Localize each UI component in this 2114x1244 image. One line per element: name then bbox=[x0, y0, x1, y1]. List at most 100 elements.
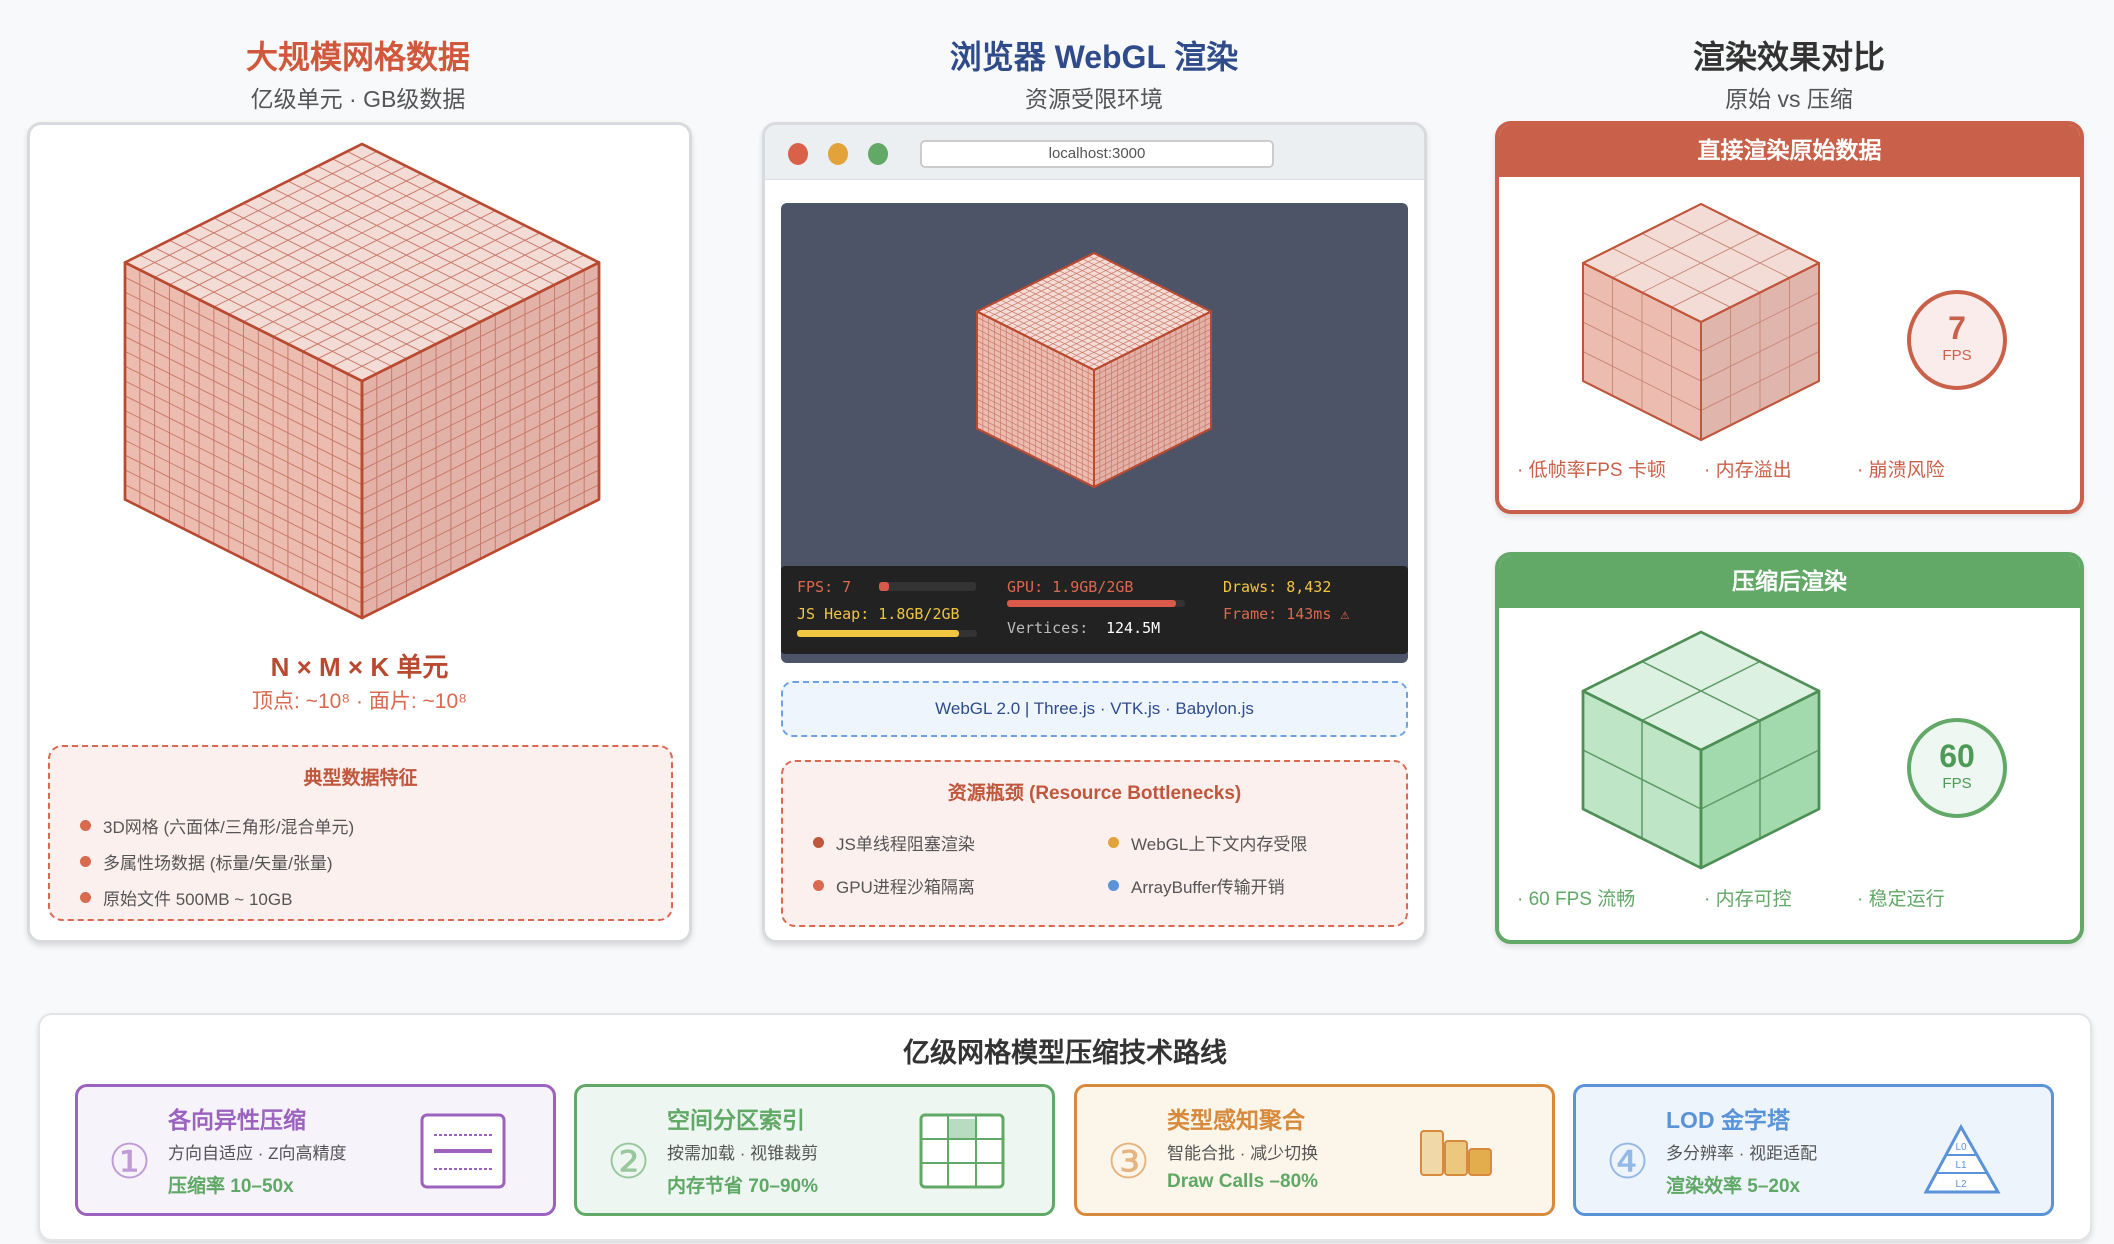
compressed-mesh-cube bbox=[1581, 630, 1821, 870]
grid-line bbox=[302, 232, 540, 352]
grid-line bbox=[139, 254, 378, 375]
feature-text: 3D网格 (六面体/三角形/混合单元) bbox=[103, 818, 355, 837]
cube-right-outline bbox=[1700, 262, 1820, 441]
grid-line bbox=[124, 424, 363, 545]
grid-line bbox=[361, 469, 600, 589]
grid-line bbox=[1093, 387, 1212, 447]
webgl-libraries: WebGL 2.0 | Three.js · VTK.js · Babylon.… bbox=[781, 681, 1408, 737]
cell-count: N × M × K 单元 bbox=[270, 652, 449, 682]
bottleneck-text: WebGL上下文内存受限 bbox=[1131, 835, 1308, 854]
compressed-benefit: · 60 FPS 流畅 bbox=[1517, 889, 1636, 910]
grid-line bbox=[124, 439, 363, 560]
lod-level-label: L0 bbox=[1955, 1142, 1967, 1153]
grid-line bbox=[272, 217, 511, 338]
grid-line bbox=[1093, 410, 1212, 470]
grid-line bbox=[361, 380, 600, 500]
grid-line bbox=[1017, 290, 1136, 350]
grid-line bbox=[976, 393, 1095, 453]
grid-line bbox=[124, 380, 363, 500]
url-bar[interactable]: localhost:3000 bbox=[920, 140, 1274, 168]
step-number: ④ bbox=[1606, 1136, 1650, 1189]
fps-bar bbox=[879, 582, 976, 591]
step-description: 按需加载 · 视锥裁剪 bbox=[667, 1144, 819, 1163]
grid-line bbox=[154, 247, 392, 367]
grid-line bbox=[332, 247, 570, 367]
bullet-icon bbox=[80, 892, 91, 903]
aggregated-bars-icon bbox=[1420, 1130, 1492, 1176]
column-subtitle-compare: 原始 vs 压缩 bbox=[1725, 86, 1853, 112]
webgl-viewport: FPS: 7 JS Heap: 1.8GB/2GB GPU: 1.9GB/2GB… bbox=[781, 203, 1408, 663]
anisotropic-layers-icon bbox=[420, 1113, 506, 1189]
bullet-icon bbox=[813, 837, 824, 848]
grid-line bbox=[361, 484, 600, 604]
stats-overlay: FPS: 7 JS Heap: 1.8GB/2GB GPU: 1.9GB/2GB… bbox=[781, 566, 1408, 654]
grid-line bbox=[976, 410, 1095, 470]
bottleneck-item: GPU进程沙箱隔离 bbox=[813, 873, 975, 898]
bottleneck-item: ArrayBuffer传输开销 bbox=[1108, 873, 1285, 898]
minimize-dot-icon[interactable] bbox=[828, 143, 848, 165]
grid-line bbox=[1087, 308, 1206, 368]
grid-line bbox=[124, 454, 363, 575]
grid-line bbox=[1076, 302, 1194, 362]
grid-line bbox=[976, 381, 1095, 441]
grid-line bbox=[1047, 287, 1165, 347]
bottleneck-text: GPU进程沙箱隔离 bbox=[836, 878, 975, 897]
features-title: 典型数据特征 bbox=[303, 768, 418, 789]
fps-unit: FPS bbox=[1942, 775, 1972, 792]
frame-stat: Frame: 143ms ⚠ bbox=[1223, 605, 1350, 623]
grid-line bbox=[287, 225, 526, 345]
gpu-bar bbox=[1007, 600, 1185, 607]
fps-unit: FPS bbox=[1942, 347, 1972, 364]
compressed-benefit: · 内存可控 bbox=[1704, 889, 1792, 910]
mesh-data-panel: N × M × K 单元 顶点: ~10⁸ · 面片: ~10⁸ 典型数据特征 … bbox=[27, 122, 692, 943]
grid-line bbox=[988, 305, 1106, 365]
grid-line bbox=[1641, 660, 1761, 722]
bullet-icon bbox=[1108, 837, 1119, 848]
compressed-render-title: 压缩后渲染 bbox=[1499, 556, 2080, 608]
step-title: 空间分区索引 bbox=[667, 1107, 805, 1133]
bottleneck-item: WebGL上下文内存受限 bbox=[1108, 830, 1307, 855]
fps-value: 7 bbox=[1948, 310, 1966, 346]
grid-line bbox=[1093, 381, 1212, 441]
close-dot-icon[interactable] bbox=[788, 143, 808, 165]
step-title: 类型感知聚合 bbox=[1167, 1107, 1305, 1133]
grid-line bbox=[1052, 290, 1171, 350]
step-description: 多分辨率 · 视距适配 bbox=[1666, 1144, 1818, 1163]
column-title-data: 大规模网格数据 bbox=[245, 39, 470, 75]
bottleneck-item: JS单线程阻塞渲染 bbox=[813, 830, 975, 855]
grid-line bbox=[1700, 321, 1820, 382]
grid-line bbox=[1035, 281, 1153, 342]
grid-line bbox=[1011, 293, 1130, 353]
bottleneck-text: ArrayBuffer传输开销 bbox=[1131, 878, 1285, 897]
roadmap-step-2: ② 空间分区索引 按需加载 · 视锥裁剪 内存节省 70–90% bbox=[574, 1084, 1055, 1216]
lod-level-label: L1 bbox=[1955, 1160, 1967, 1171]
column-title-compare: 渲染效果对比 bbox=[1692, 39, 1885, 75]
browser-titlebar: localhost:3000 bbox=[765, 125, 1424, 180]
feature-item: 多属性场数据 (标量/矢量/张量) bbox=[80, 849, 333, 874]
cube-right-outline bbox=[1093, 310, 1212, 488]
step-gain: 渲染效率 5–20x bbox=[1666, 1176, 1801, 1197]
grid-line bbox=[198, 225, 437, 345]
step-gain: 内存节省 70–90% bbox=[667, 1176, 819, 1197]
grid-line bbox=[124, 395, 363, 515]
step-title: LOD 金字塔 bbox=[1666, 1107, 1790, 1133]
step-title: 各向异性压缩 bbox=[168, 1107, 306, 1133]
step-number: ③ bbox=[1107, 1136, 1151, 1189]
grid-line bbox=[228, 210, 466, 330]
maximize-dot-icon[interactable] bbox=[868, 143, 888, 165]
bottleneck-text: JS单线程阻塞渲染 bbox=[836, 835, 975, 854]
grid-line bbox=[1093, 416, 1212, 476]
spatial-grid-icon bbox=[919, 1113, 1005, 1189]
grid-line bbox=[1082, 305, 1200, 365]
grid-line bbox=[1093, 398, 1212, 459]
grid-line bbox=[124, 484, 363, 604]
grid-line bbox=[976, 369, 1095, 429]
grid-line bbox=[1700, 351, 1820, 411]
grid-line bbox=[976, 416, 1095, 476]
grid-line bbox=[1093, 369, 1212, 429]
cube-right-outline bbox=[360, 261, 601, 620]
feature-text: 多属性场数据 (标量/矢量/张量) bbox=[103, 854, 333, 873]
